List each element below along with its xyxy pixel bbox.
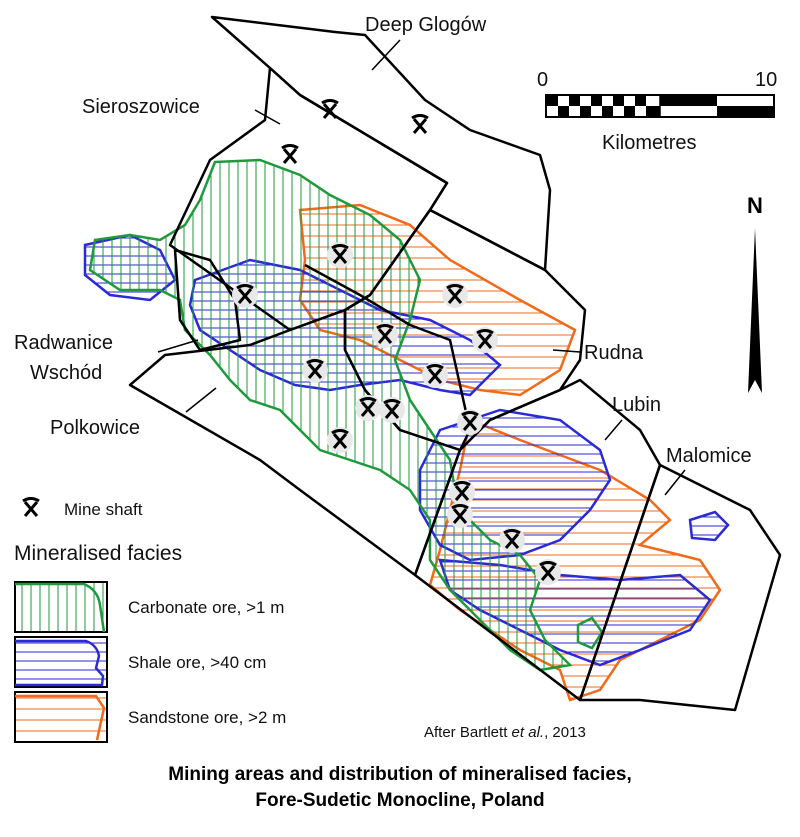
legend-label-carbonate: Carbonate ore, >1 m [128, 598, 284, 617]
mine-shaft-icon [325, 240, 355, 270]
label-deep-glogow: Deep Glogów [365, 14, 487, 36]
mine-shaft-icon [447, 477, 477, 507]
label-rudna: Rudna [584, 342, 644, 364]
mine-shaft-icon [325, 425, 355, 455]
legend-mine-shaft-icon [21, 497, 41, 518]
scale-end-label: 10 [755, 69, 777, 91]
scale-start-label: 0 [537, 69, 548, 91]
mine-shaft-icon [497, 525, 527, 555]
label-radwanice-line2: Wschód [30, 362, 102, 384]
legend-shaft-label: Mine shaft [64, 500, 143, 519]
legend-item-sandstone: Sandstone ore, >2 m [14, 691, 286, 743]
legend-label-sandstone: Sandstone ore, >2 m [128, 708, 286, 727]
figure-caption-line1: Mining areas and distribution of mineral… [168, 764, 632, 785]
legend: Mine shaft Mineralised facies Carbonate … [14, 497, 286, 743]
carbonate-area-malomice-lens [576, 616, 604, 650]
mine-shaft-icon [533, 557, 563, 587]
label-malomice: Malomice [666, 445, 752, 467]
mining-area-boundaries [128, 15, 782, 712]
north-label: N [747, 193, 763, 218]
legend-item-shale: Shale ore, >40 cm [14, 636, 266, 688]
mine-shaft-icon [353, 393, 383, 423]
carbonate-area-main [88, 158, 573, 672]
geological-map: Deep Glogów Sieroszowice Radwanice Wschó… [14, 14, 782, 743]
mine-shaft-icon [440, 280, 470, 310]
mine-shaft-icon [377, 395, 407, 425]
label-lubin: Lubin [612, 394, 661, 416]
boundary-malomice [578, 463, 782, 712]
label-polkowice: Polkowice [50, 417, 140, 439]
label-sieroszowice: Sieroszowice [82, 96, 200, 118]
carbonate-ore-areas [88, 158, 604, 672]
figure-caption-line2: Fore-Sudetic Monocline, Poland [255, 790, 545, 811]
legend-item-carbonate: Carbonate ore, >1 m [14, 581, 284, 633]
mine-shaft-icon [410, 114, 430, 135]
label-radwanice: Radwanice [14, 332, 113, 354]
mine-shaft-icon [230, 280, 260, 310]
mine-shaft-icon [370, 320, 400, 350]
source-credit: After Bartlett et al., 2013 [424, 724, 586, 741]
north-arrow-icon [748, 228, 762, 393]
scale-bar: 0 10 Kilometres [537, 69, 777, 154]
mine-shaft-icon [445, 500, 475, 530]
legend-heading: Mineralised facies [14, 542, 182, 565]
mine-shaft-icon [455, 407, 485, 437]
scale-unit-label: Kilometres [602, 132, 696, 154]
mine-shaft-icon [280, 144, 300, 165]
shale-area-malomice [688, 510, 730, 542]
mine-shaft-icon [300, 355, 330, 385]
north-arrow: N [747, 193, 763, 393]
area-labels: Deep Glogów Sieroszowice Radwanice Wschó… [14, 14, 752, 496]
mine-shaft-icon [420, 360, 450, 390]
mine-shaft-icon [470, 325, 500, 355]
legend-label-shale: Shale ore, >40 cm [128, 653, 266, 672]
boundary-radwanice [173, 248, 242, 352]
